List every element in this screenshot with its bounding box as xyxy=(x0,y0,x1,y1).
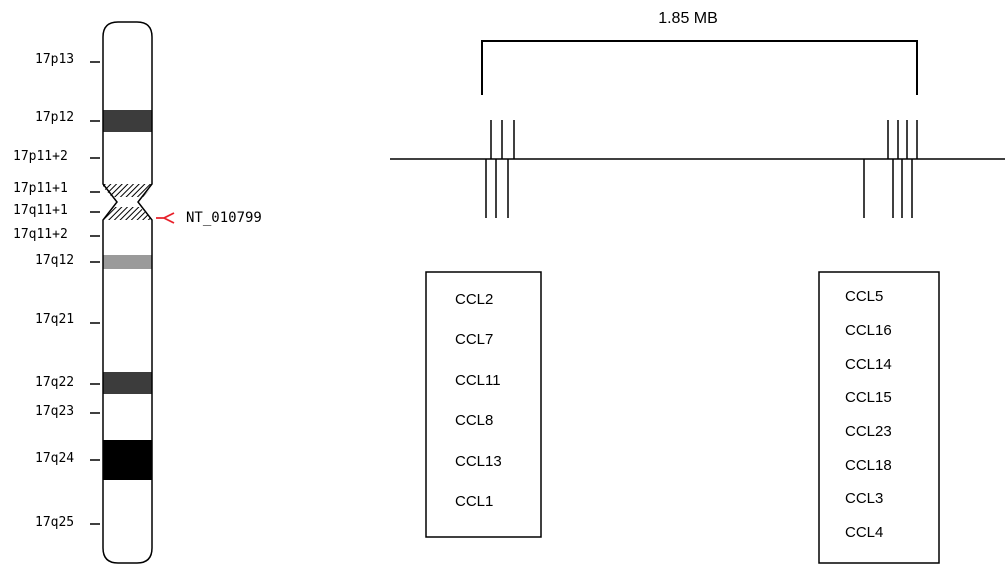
band-label-17q21: 17q21 xyxy=(35,312,74,327)
chromosome-ideogram xyxy=(103,22,152,565)
gene-label: CCL18 xyxy=(845,457,892,474)
physical-map: 1.85 MB CCL2 CCL7 CCL11 xyxy=(390,10,1005,563)
band-label-17q23: 17q23 xyxy=(35,404,74,419)
gene-label: CCL4 xyxy=(845,524,883,541)
band-17q22-fill xyxy=(103,372,152,394)
left-gene-box: CCL2 CCL7 CCL11 CCL8 CCL13 CCL1 xyxy=(426,272,541,537)
gene-label: CCL1 xyxy=(455,493,493,510)
band-label-17q22: 17q22 xyxy=(35,375,74,390)
band-centromere-q-fill xyxy=(103,207,152,220)
gene-label: CCL11 xyxy=(455,372,501,389)
band-label-17p11+1: 17p11+1 xyxy=(13,181,68,196)
band-label-17q11+1: 17q11+1 xyxy=(13,203,68,218)
scale-label: 1.85 MB xyxy=(658,10,718,27)
band-centromere-p-fill xyxy=(103,184,152,197)
band-label-17p11+2: 17p11+2 xyxy=(13,149,68,164)
gene-label: CCL8 xyxy=(455,412,493,429)
gene-label: CCL15 xyxy=(845,389,892,406)
band-label-17q11+2: 17q11+2 xyxy=(13,227,68,242)
gene-label: CCL14 xyxy=(845,356,892,373)
band-label-17p13: 17p13 xyxy=(35,52,74,67)
gene-label: CCL16 xyxy=(845,322,892,339)
band-label-17p12: 17p12 xyxy=(35,110,74,125)
right-cluster-ticks xyxy=(864,120,917,218)
contig-label: NT_010799 xyxy=(186,210,262,226)
band-17p12-fill xyxy=(103,110,152,132)
gene-label: CCL3 xyxy=(845,490,883,507)
band-label-17q25: 17q25 xyxy=(35,515,74,530)
gene-label: CCL13 xyxy=(455,453,502,470)
band-labels: 17p13 17p12 17p11+2 17p11+1 17q11+1 17q1… xyxy=(13,52,100,530)
left-cluster-ticks xyxy=(486,120,514,218)
band-label-17q24: 17q24 xyxy=(35,451,74,466)
gene-label: CCL23 xyxy=(845,423,892,440)
gene-label: CCL2 xyxy=(455,291,493,308)
scale-bracket xyxy=(482,41,917,95)
contig-pointer-icon xyxy=(156,213,174,223)
contig-marker: NT_010799 xyxy=(156,210,262,226)
band-label-17q12: 17q12 xyxy=(35,253,74,268)
gene-label: CCL5 xyxy=(845,288,883,305)
right-gene-box: CCL5 CCL16 CCL14 CCL15 CCL23 CCL18 CCL3 … xyxy=(819,272,939,563)
band-17q24-fill xyxy=(103,440,152,480)
band-17q12-fill xyxy=(103,255,152,269)
gene-label: CCL7 xyxy=(455,331,493,348)
